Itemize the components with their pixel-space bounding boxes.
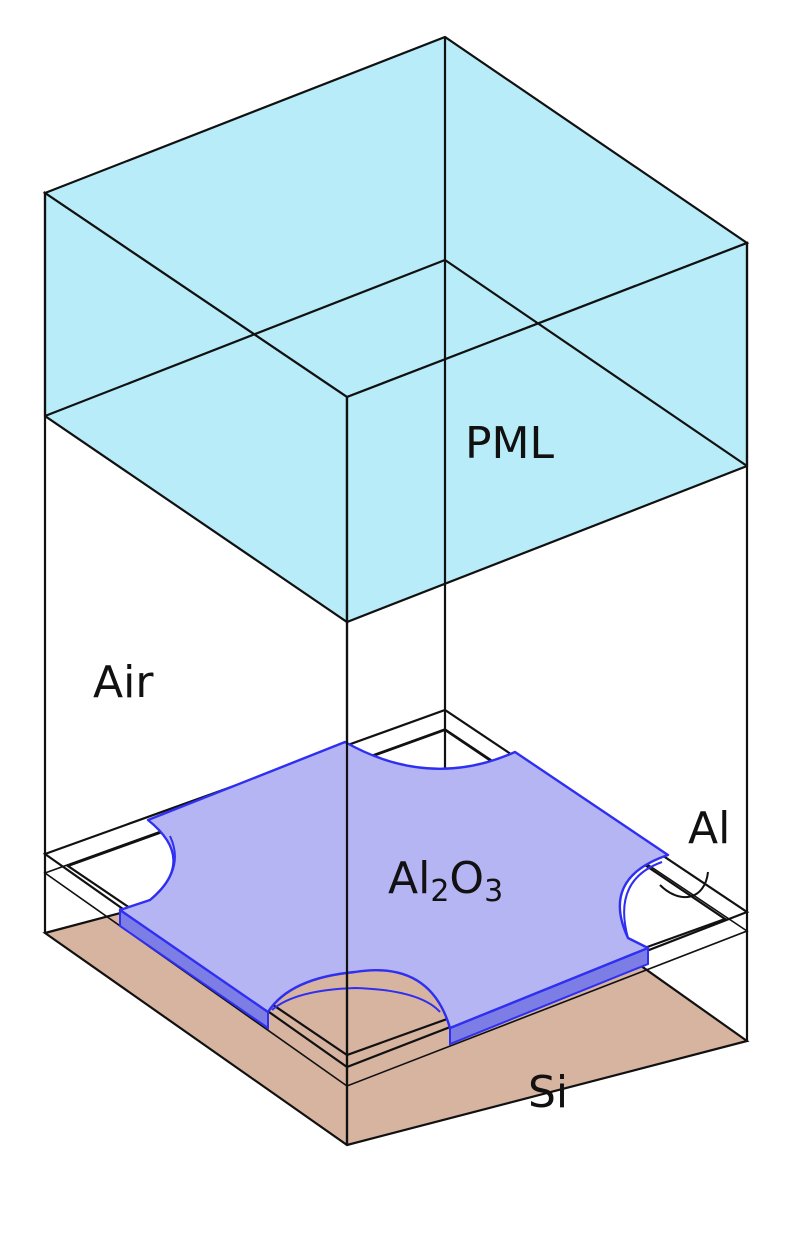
- label-al2o3: Al2O3: [388, 853, 503, 909]
- label-pml: PML: [465, 418, 554, 469]
- label-al2o3-sub2: 3: [484, 874, 503, 909]
- label-si: Si: [528, 1067, 568, 1118]
- al-leader-line: [659, 871, 709, 899]
- label-al2o3-base1: Al: [388, 853, 430, 904]
- label-al2o3-base2: O: [449, 853, 484, 904]
- label-air: Air: [93, 657, 154, 708]
- al2o3-layer: [118, 740, 670, 1046]
- pml-region: [42, 35, 750, 625]
- label-al2o3-sub1: 2: [430, 874, 449, 909]
- label-al: Al: [688, 803, 730, 854]
